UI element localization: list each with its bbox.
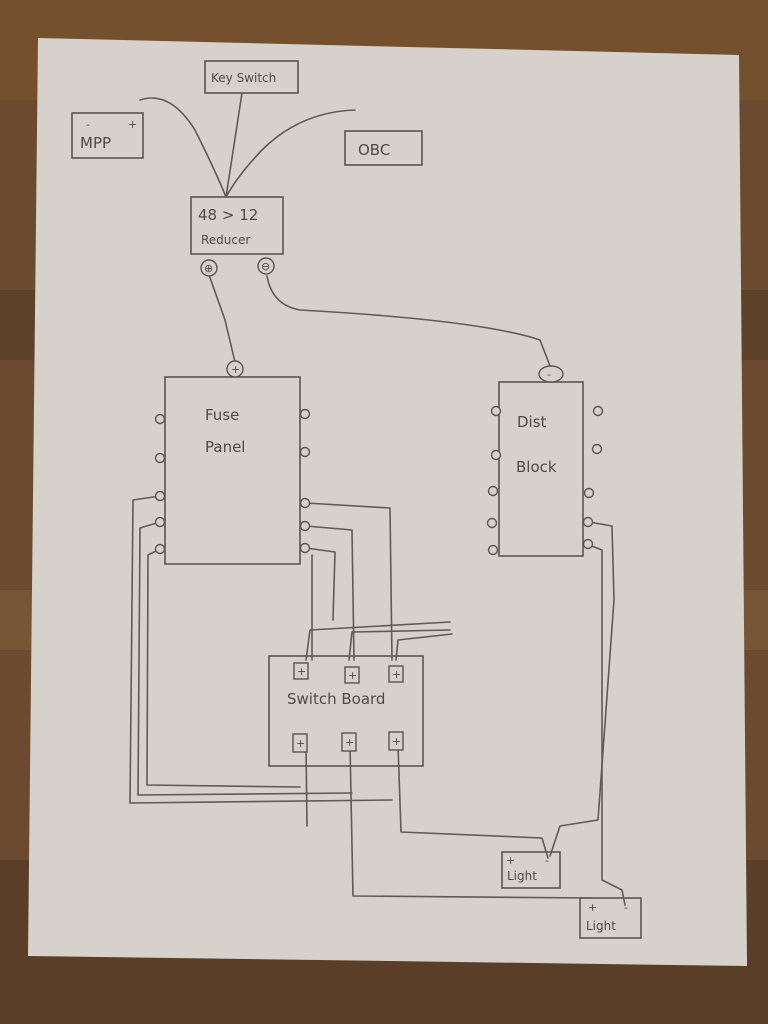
- wire-fuse-left-loop-2: [137, 521, 353, 796]
- mpp-pos-symbol: +: [128, 118, 137, 131]
- reducer-pos-terminal: [200, 259, 218, 277]
- sb-term-symbol-4: +: [296, 737, 305, 750]
- wire-fuse-right-1: [305, 502, 393, 661]
- wire-fuse-right-3: [305, 547, 336, 621]
- wire-mpp-reducer: [139, 97, 227, 198]
- mpp-label: MPP: [80, 134, 111, 152]
- mpp-box: [71, 112, 144, 159]
- mpp-neg-symbol: -: [86, 118, 90, 131]
- dist-block-line1: Dist: [517, 413, 547, 431]
- wire-reducer-pos-fuse: [208, 274, 236, 363]
- switch-board-label: Switch Board: [287, 690, 385, 708]
- fuse-panel-pos-terminal: [226, 360, 244, 378]
- reducer-pos-symbol: ⊕: [204, 262, 213, 275]
- switch-board-terminals: [292, 662, 404, 753]
- sb-term-symbol-5: +: [345, 736, 354, 749]
- dist-block-neg-terminal: [538, 365, 564, 383]
- reducer-neg-symbol: ⊖: [261, 260, 270, 273]
- fuse-panel-line2: Panel: [205, 438, 245, 456]
- wire-sb-down-left: [305, 744, 308, 827]
- reducer-line2: Reducer: [201, 233, 250, 247]
- light-1-label: Light: [507, 869, 537, 883]
- dist-block-line2: Block: [516, 458, 557, 476]
- key-switch-box: [204, 60, 299, 94]
- switch-board-box: [268, 655, 424, 767]
- obc-label: OBC: [358, 141, 390, 159]
- light-1-pos-symbol: +: [506, 854, 515, 867]
- light-2-box: [579, 897, 642, 939]
- wire-sb-top-bundle: [305, 621, 453, 661]
- key-switch-label: Key Switch: [211, 71, 276, 85]
- wire-fuse-right-2: [305, 525, 355, 661]
- sb-term-symbol-6: +: [392, 735, 401, 748]
- wire-obc-reducer: [225, 109, 356, 198]
- wire-fuse-left-loop-1: [129, 495, 393, 804]
- wire-sb-to-light1: [397, 744, 549, 859]
- dist-block-neg-symbol: -: [547, 368, 551, 381]
- dist-block-box: [498, 381, 584, 557]
- fuse-panel-line1: Fuse: [205, 406, 239, 424]
- wire-keyswitch-reducer: [225, 92, 243, 198]
- light-2-neg-symbol: -: [624, 901, 628, 914]
- wire-sb-to-light2: [349, 744, 593, 899]
- reducer-line1: 48 > 12: [198, 206, 258, 224]
- obc-box: [344, 130, 423, 166]
- wire-dist-to-light1: [549, 521, 615, 857]
- wire-reducer-neg-dist: [266, 275, 551, 367]
- sb-term-symbol-2: +: [348, 669, 357, 682]
- fuse-panel-pos-symbol: +: [231, 363, 240, 376]
- fuse-panel-terminals: [154, 408, 311, 555]
- dist-block-terminals: [486, 405, 604, 556]
- light-1-neg-symbol: -: [545, 854, 549, 867]
- paper-sheet: [28, 38, 747, 966]
- wire-fuse-left-loop-3: [146, 548, 301, 788]
- wire-dist-to-light2: [588, 544, 626, 906]
- sb-term-symbol-3: +: [392, 668, 401, 681]
- light-2-pos-symbol: +: [588, 901, 597, 914]
- light-2-label: Light: [586, 919, 616, 933]
- reducer-box: [190, 196, 284, 255]
- wires: [129, 92, 626, 906]
- light-1-box: [501, 851, 561, 889]
- reducer-neg-terminal: [257, 257, 275, 275]
- sb-term-symbol-1: +: [297, 665, 306, 678]
